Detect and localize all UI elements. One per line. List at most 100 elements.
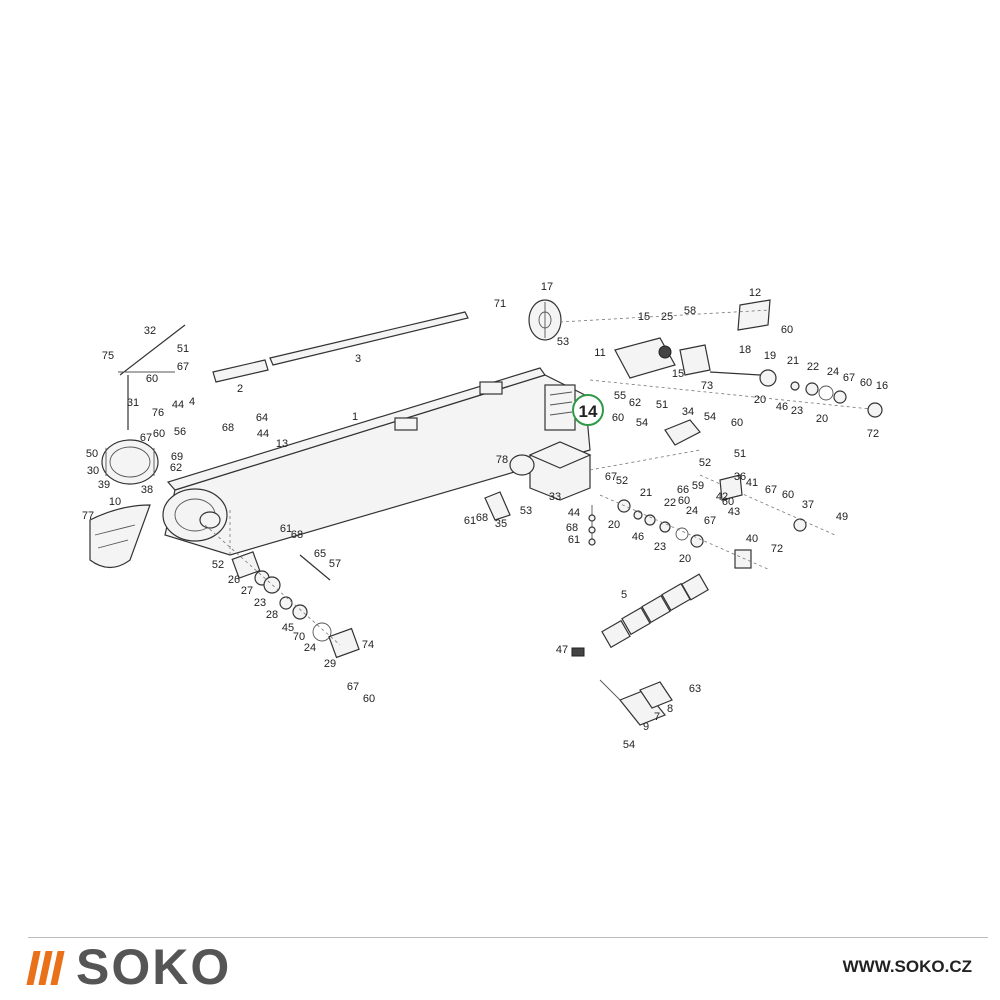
part-number-label: 22 (807, 361, 819, 373)
part-number-label: 36 (734, 471, 746, 483)
part-number-label: 51 (177, 343, 189, 355)
part-number-label: 24 (827, 366, 839, 378)
part-number-label: 41 (746, 477, 758, 489)
part-number-label: 43 (728, 506, 740, 518)
part-number-label: 29 (324, 658, 336, 670)
part-number-label: 72 (867, 428, 879, 440)
part-number-label: 68 (222, 422, 234, 434)
part-number-label: 23 (254, 597, 266, 609)
part-number-label: 58 (684, 305, 696, 317)
fasteners (299, 505, 596, 581)
part-number-label: 60 (363, 693, 375, 705)
part-number-label: 46 (776, 401, 788, 413)
part-number-label: 27 (241, 585, 253, 597)
part-number-label: 78 (496, 454, 508, 466)
part-number-label: 77 (82, 510, 94, 522)
part-number-label: 34 (682, 406, 694, 418)
part-number-label: 64 (256, 412, 268, 424)
part-number-label: 4 (189, 396, 195, 408)
handle-arm (118, 324, 186, 430)
part-number-label: 60 (146, 373, 158, 385)
part-number-label: 40 (746, 533, 758, 545)
part-number-label: 72 (771, 543, 783, 555)
part-number-label: 24 (686, 505, 698, 517)
part-number-label: 42 (716, 491, 728, 503)
highlight-label: 14 (579, 402, 598, 421)
part-number-label: 45 (282, 622, 294, 634)
highlight-marker-14: 14 (572, 394, 604, 426)
part-number-label: 32 (144, 325, 156, 337)
part-number-label: 3 (355, 353, 361, 365)
part-number-label: 15 (672, 368, 684, 380)
part-number-label: 25 (661, 311, 673, 323)
part-number-label: 18 (739, 344, 751, 356)
part-number-label: 8 (667, 703, 673, 715)
part-number-label: 28 (266, 609, 278, 621)
part-number-label: 75 (102, 350, 114, 362)
part-number-label: 74 (362, 639, 374, 651)
part-number-label: 62 (170, 462, 182, 474)
part-number-label: 55 (614, 390, 626, 402)
part-number-label: 60 (678, 495, 690, 507)
part-number-label: 52 (616, 475, 628, 487)
part-number-label: 67 (140, 432, 152, 444)
part-number-label: 67 (177, 361, 189, 373)
part-number-label: 60 (860, 377, 872, 389)
logo-text: SOKO (76, 939, 232, 995)
part-number-label: 68 (566, 522, 578, 534)
part-number-label: 67 (704, 515, 716, 527)
part-number-label: 54 (704, 411, 716, 423)
upper-drive-brackets (559, 299, 881, 411)
part-number-label: 20 (816, 413, 828, 425)
part-number-label: 70 (293, 631, 305, 643)
part-number-label: 59 (692, 480, 704, 492)
elevator-housing (162, 367, 591, 556)
lower-right-shaft (599, 474, 836, 571)
part-number-label: 50 (86, 448, 98, 460)
part-number-label: 5 (621, 589, 627, 601)
part-number-label: 67 (605, 471, 617, 483)
part-number-label: 17 (541, 281, 553, 293)
part-number-label: 20 (608, 519, 620, 531)
right-shaft-assembly (709, 369, 883, 418)
part-number-label: 31 (127, 397, 139, 409)
part-number-label: 30 (87, 465, 99, 477)
part-number-label: 20 (679, 553, 691, 565)
part-number-label: 10 (109, 496, 121, 508)
part-number-label: 21 (640, 487, 652, 499)
website-url[interactable]: WWW.SOKO.CZ (842, 957, 972, 976)
part-number-label: 60 (731, 417, 743, 429)
part-number-label: 69 (171, 451, 183, 463)
part-number-label: 60 (782, 489, 794, 501)
part-number-label: 13 (276, 438, 288, 450)
part-number-label: 44 (257, 428, 269, 440)
part-number-label: 67 (843, 372, 855, 384)
bracket-34 (664, 419, 701, 446)
part-number-label: 53 (557, 336, 569, 348)
part-number-label: 67 (765, 484, 777, 496)
drum-assembly (101, 439, 159, 485)
part-number-label: 35 (495, 518, 507, 530)
part-number-label: 68 (476, 512, 488, 524)
part-number-label: 60 (153, 428, 165, 440)
chain-assembly (571, 573, 709, 726)
part-number-label: 52 (212, 559, 224, 571)
part-number-label: 23 (654, 541, 666, 553)
part-number-label: 60 (722, 496, 734, 508)
part-number-label: 46 (632, 531, 644, 543)
part-number-label: 57 (329, 558, 341, 570)
part-number-label: 71 (494, 298, 506, 310)
hand-wheel (528, 299, 562, 341)
part-number-label: 51 (734, 448, 746, 460)
part-number-label: 54 (623, 739, 635, 751)
part-number-label: 61 (280, 523, 292, 535)
gearbox-housing (484, 441, 701, 521)
part-number-label: 51 (656, 399, 668, 411)
part-number-label: 12 (749, 287, 761, 299)
part-number-label: 7 (654, 711, 660, 723)
part-number-label: 39 (98, 479, 110, 491)
part-number-label: 11 (594, 347, 605, 359)
part-number-label: 60 (781, 324, 793, 336)
part-number-label: 68 (291, 529, 303, 541)
part-number-label: 38 (141, 484, 153, 496)
